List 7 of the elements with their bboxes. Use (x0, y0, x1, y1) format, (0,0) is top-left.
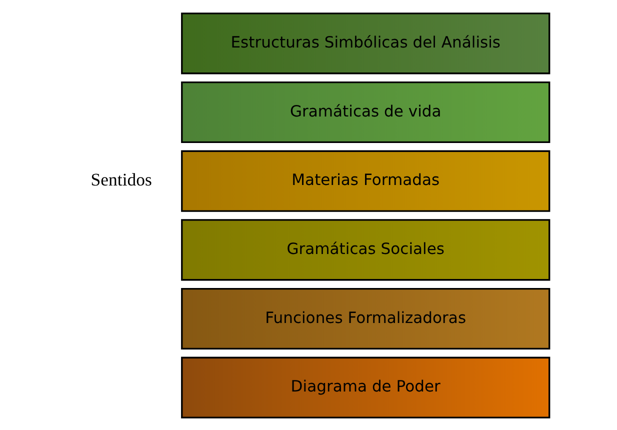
node-box: Estructuras Simbólicas del Análisis (180, 12, 550, 74)
node-box: Materias Formadas (180, 150, 550, 212)
node-box: Funciones Formalizadoras (180, 287, 550, 350)
node-box: Diagrama de Poder (180, 356, 550, 418)
label: Sentidos (90, 168, 152, 189)
node-box: Gramáticas de vida (180, 80, 550, 143)
node-box: Gramáticas Sociales (180, 218, 550, 280)
